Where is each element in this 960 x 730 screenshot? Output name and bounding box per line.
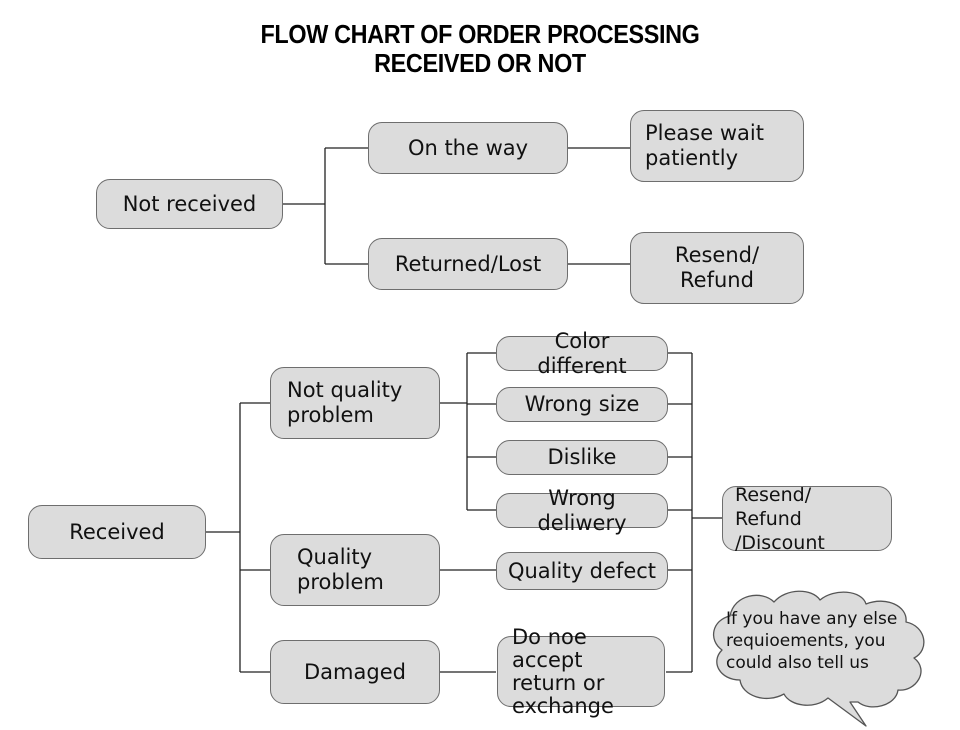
node-received[interactable]: Received [28, 505, 206, 559]
node-quality-defect[interactable]: Quality defect [496, 552, 668, 590]
note-speech-bubble[interactable]: If you have any else requioements, you c… [700, 588, 938, 728]
node-wrong-size-label: Wrong size [524, 392, 640, 416]
node-on-the-way[interactable]: On the way [368, 122, 568, 174]
node-wrong-deliwery[interactable]: Wrong deliwery [496, 486, 668, 535]
node-not-quality-problem-label: Not quality problem [287, 378, 403, 427]
node-resend-refund-label: Resend/ Refund [674, 243, 760, 292]
node-damaged-label: Damaged [304, 659, 406, 684]
node-returned-lost-label: Returned/Lost [394, 251, 542, 276]
node-color-different[interactable]: Color different [496, 329, 668, 378]
speech-bubble-text: If you have any else requioements, you c… [726, 609, 898, 673]
node-quality-defect-label: Quality defect [507, 558, 657, 583]
node-quality-problem-label: Quality problem [297, 545, 384, 594]
node-returned-lost[interactable]: Returned/Lost [368, 238, 568, 290]
node-dislike[interactable]: Dislike [496, 440, 668, 475]
node-resend-refund-discount-label: Resend/ Refund /Discount [735, 483, 825, 554]
node-dislike-label: Dislike [547, 445, 617, 469]
node-on-the-way-label: On the way [407, 135, 529, 160]
page-title-line-1: FLOW CHART OF ORDER PROCESSING [260, 19, 700, 49]
node-resend-refund-discount[interactable]: Resend/ Refund /Discount [722, 484, 892, 554]
node-not-quality-problem[interactable]: Not quality problem [270, 367, 440, 439]
node-please-wait-patiently[interactable]: Please wait patiently [630, 110, 804, 182]
node-received-label: Received [69, 519, 165, 544]
node-not-received[interactable]: Not received [96, 179, 283, 229]
node-do-not-accept-return-or-exchange[interactable]: Do noe accept return or exchange [497, 625, 665, 717]
node-quality-problem[interactable]: Quality problem [270, 534, 440, 606]
node-color-different-label: Color different [537, 328, 627, 378]
node-damaged[interactable]: Damaged [270, 640, 440, 704]
node-please-wait-patiently-label: Please wait patiently [645, 121, 764, 170]
page-title-line-2: RECEIVED OR NOT [374, 48, 586, 78]
node-wrong-deliwery-label: Wrong deliwery [537, 485, 627, 535]
node-not-received-label: Not received [122, 191, 257, 216]
page-title: FLOW CHART OF ORDER PROCESSING RECEIVED … [48, 20, 912, 78]
node-wrong-size[interactable]: Wrong size [496, 387, 668, 422]
node-resend-refund[interactable]: Resend/ Refund [630, 232, 804, 304]
speech-bubble-shape [712, 590, 925, 727]
node-do-not-accept-return-or-exchange-label: Do noe accept return or exchange [512, 624, 614, 718]
